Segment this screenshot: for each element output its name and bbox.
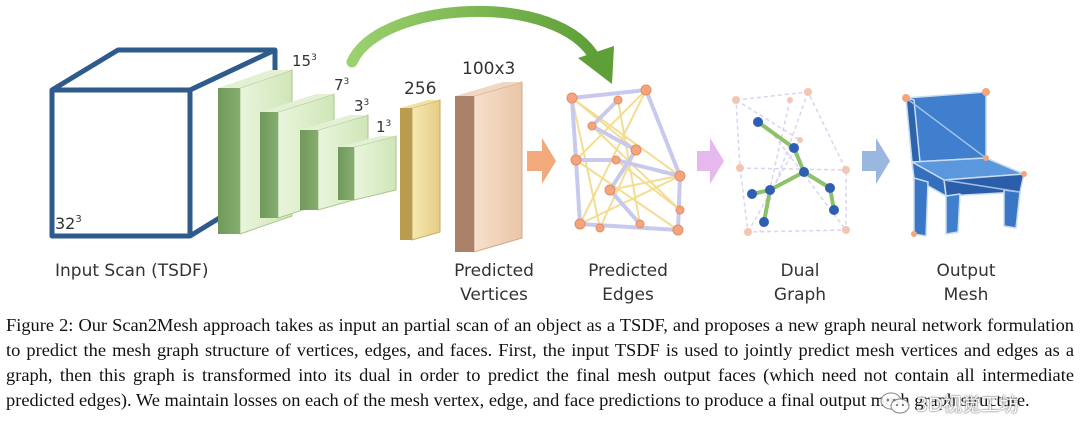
architecture-figure: 323 Input Scan (TSDF) 153 73 33 13 256 1… bbox=[49, 5, 1027, 305]
dual-graph bbox=[732, 88, 850, 236]
input-size-label: 323 bbox=[55, 214, 82, 233]
wechat-logo-icon bbox=[880, 392, 910, 414]
vertex-output-label: 100x3 bbox=[462, 59, 515, 79]
feature-size-label: 256 bbox=[404, 79, 436, 99]
encoder-label-1: 153 bbox=[292, 52, 317, 70]
mesh-vertex bbox=[1021, 171, 1027, 177]
mesh-label-2: Mesh bbox=[944, 285, 989, 305]
encoder-layer-4 bbox=[338, 135, 397, 201]
mesh-vertex bbox=[911, 231, 917, 237]
input-scan-caption: Input Scan (TSDF) bbox=[55, 261, 208, 281]
dual-label-2: Graph bbox=[774, 285, 826, 305]
edges-label-2: Edges bbox=[602, 285, 654, 305]
encoder-label-3: 33 bbox=[354, 97, 369, 115]
vertices-label-2: Vertices bbox=[460, 285, 528, 305]
mesh-vertex bbox=[983, 155, 989, 161]
mesh-vertex bbox=[982, 88, 990, 96]
encoder-label-4: 13 bbox=[376, 118, 391, 136]
mesh-vertex bbox=[902, 94, 910, 102]
arrow-to-dual bbox=[697, 138, 724, 184]
watermark: 3D视觉工坊 bbox=[880, 386, 1076, 420]
feature-vector-bar bbox=[400, 99, 441, 241]
watermark-text: 3D视觉工坊 bbox=[916, 393, 1019, 416]
arrow-to-edges bbox=[527, 138, 556, 184]
vertices-label: Predicted bbox=[454, 261, 534, 281]
arrow-to-mesh bbox=[862, 138, 890, 184]
figure-caption: Figure 2: Our Scan2Mesh approach takes a… bbox=[6, 315, 1074, 410]
vertex-output-bar bbox=[455, 81, 523, 253]
encoder-label-2: 73 bbox=[334, 76, 349, 94]
mesh-label: Output bbox=[936, 261, 995, 281]
dual-label: Dual bbox=[780, 261, 819, 281]
skip-curve-arrow bbox=[346, 5, 614, 84]
edges-label: Predicted bbox=[588, 261, 668, 281]
output-mesh bbox=[905, 91, 1025, 237]
predicted-edges-graph bbox=[566, 84, 686, 236]
